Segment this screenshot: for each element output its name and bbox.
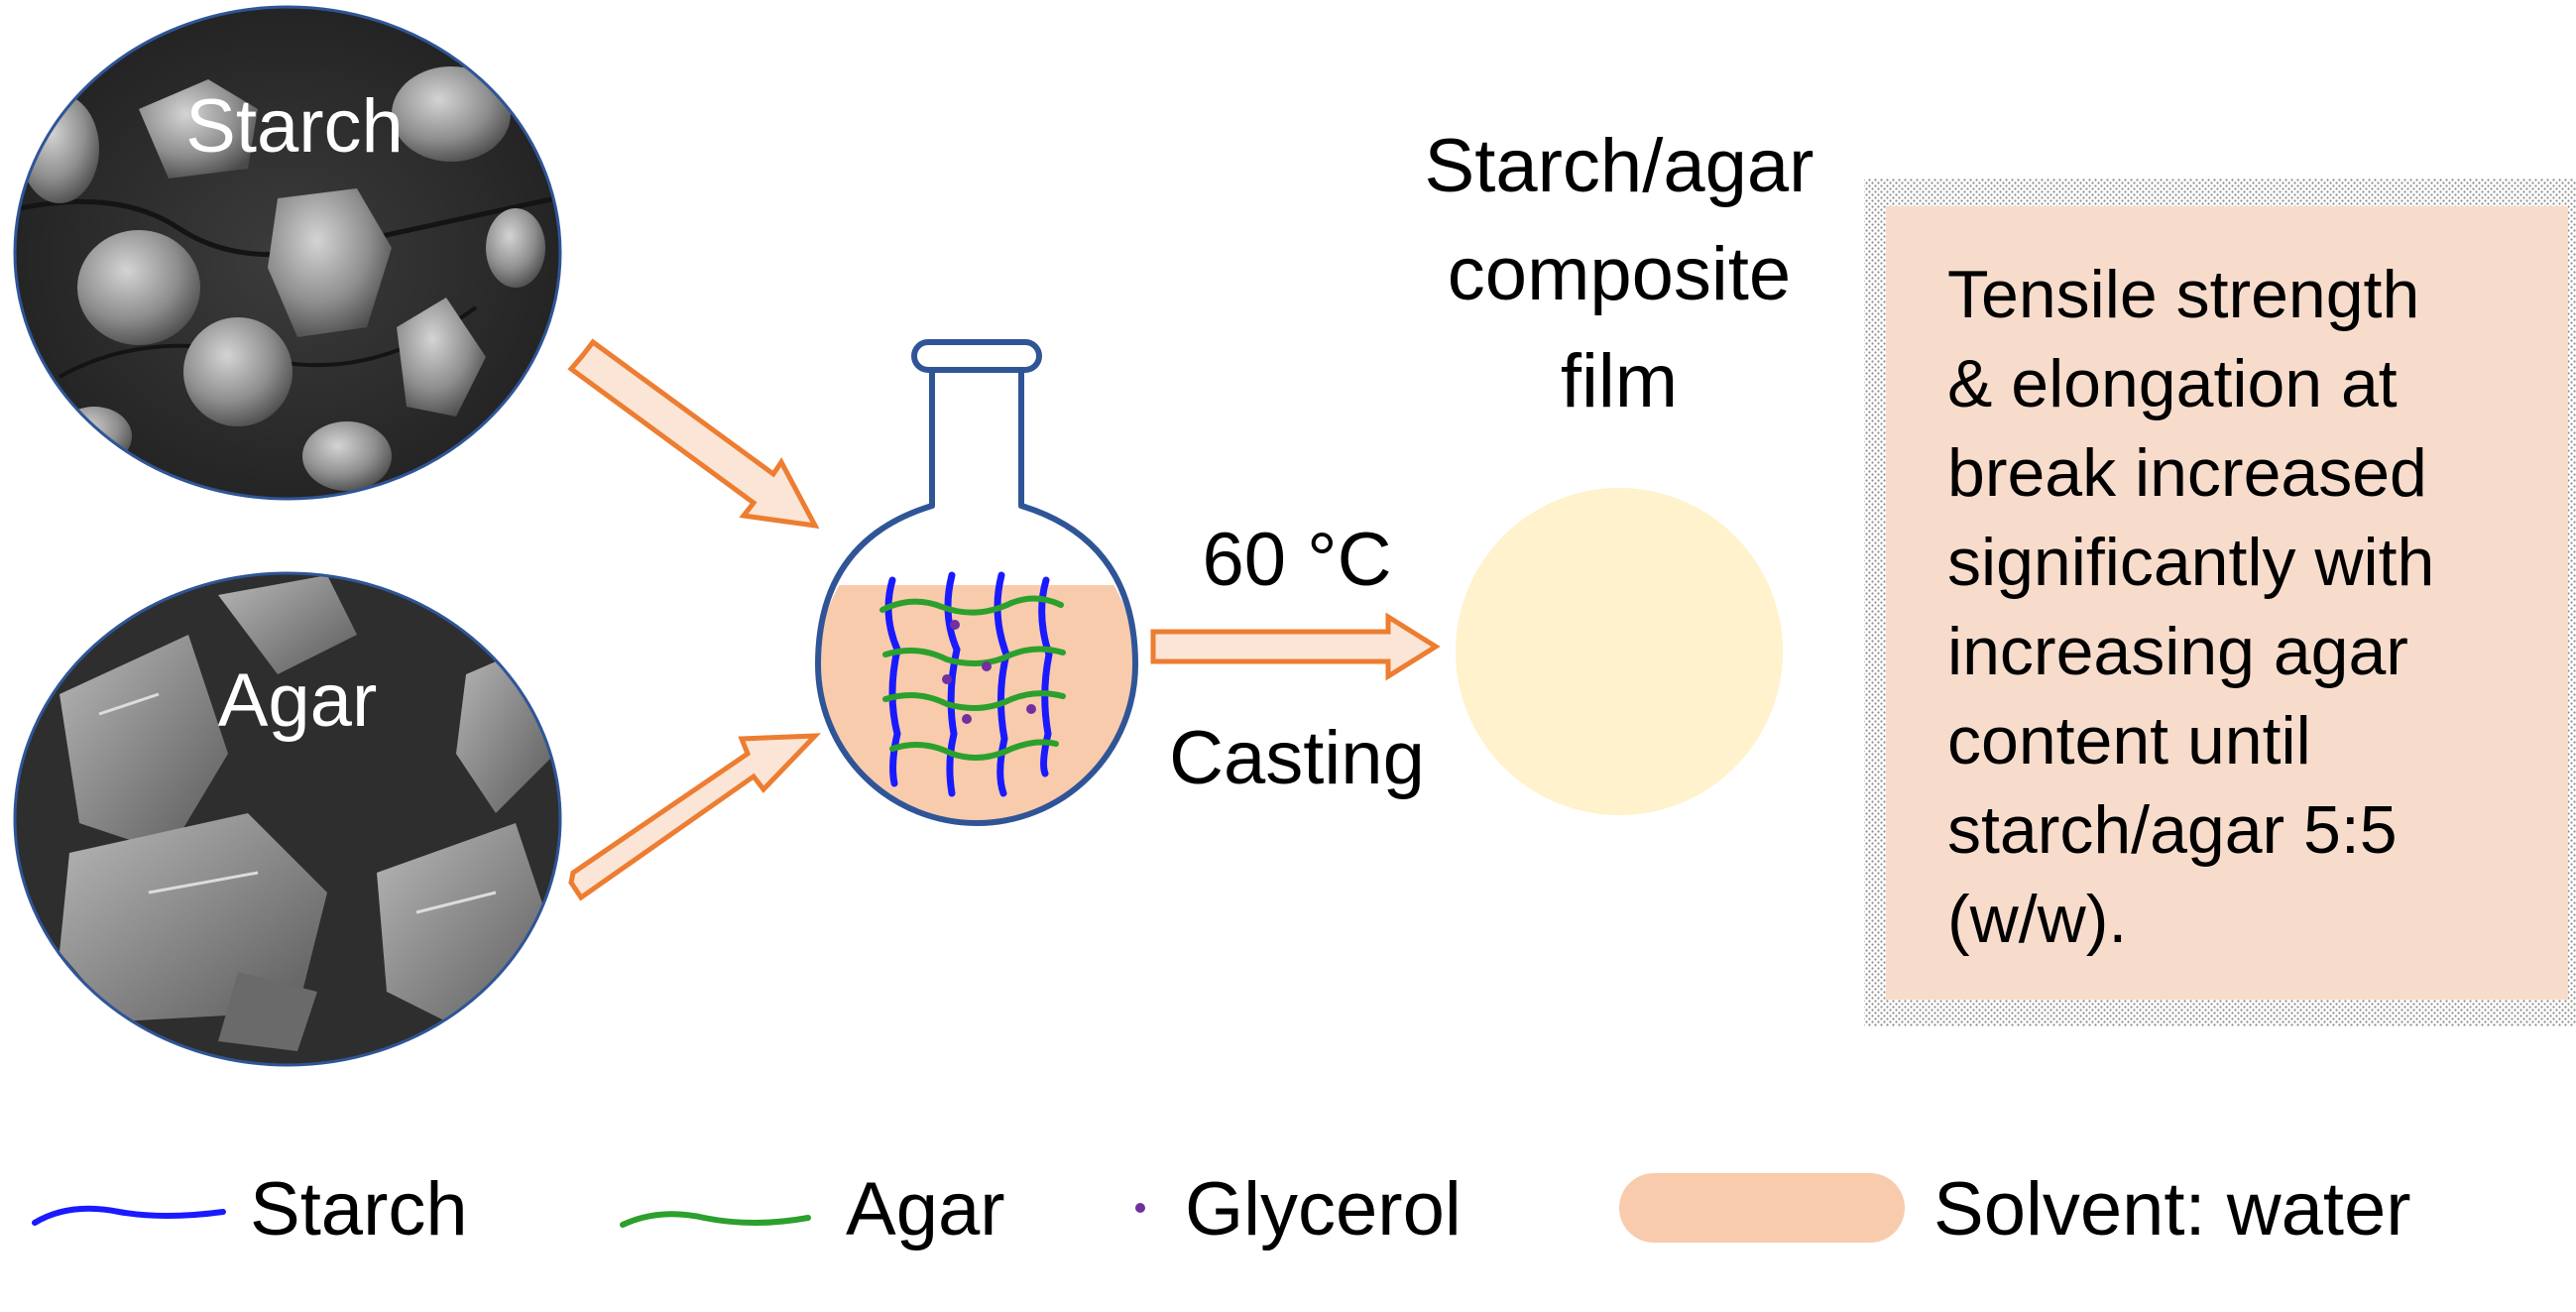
result-line-6: content until [1947, 703, 2311, 778]
result-line-3: break increased [1947, 435, 2427, 511]
starch-sem-image [13, 5, 562, 501]
legend-agar-swatch [620, 1211, 811, 1228]
product-title-line-2: composite [1448, 232, 1791, 316]
result-line-7: starch/agar 5:5 [1947, 792, 2398, 868]
legend-glycerol-swatch [1135, 1203, 1145, 1213]
temperature-label: 60 °C [1203, 518, 1392, 602]
casting-label: Casting [1169, 716, 1425, 800]
solvent-water [818, 585, 1135, 823]
legend-starch-swatch [32, 1205, 226, 1226]
result-text: Tensile strength & elongation at break i… [1947, 257, 2434, 957]
flask [815, 339, 1138, 826]
product-title-line-1: Starch/agar [1425, 124, 1815, 208]
legend-starch-label: Starch [250, 1167, 468, 1252]
legend-glycerol-label: Glycerol [1185, 1167, 1462, 1252]
arrow-starch-to-flask [567, 338, 820, 530]
arrow-agar-to-flask [568, 733, 822, 901]
glycerol-dots [942, 620, 1036, 724]
starch-chains [884, 571, 1053, 797]
result-line-4: significantly with [1947, 525, 2434, 600]
result-line-1: Tensile strength [1947, 257, 2419, 332]
product-title-line-3: film [1561, 339, 1678, 423]
result-line-8: (w/w). [1947, 882, 2127, 957]
composite-film [1456, 488, 1783, 815]
legend-solvent-label: Solvent: water [1933, 1167, 2411, 1252]
legend-solvent-swatch [1619, 1173, 1905, 1243]
starch-label: Starch [185, 84, 404, 169]
agar-label: Agar [218, 658, 378, 743]
legend: Starch Agar Glycerol Solvent: water [32, 1167, 2411, 1252]
arrow-flask-to-film [1150, 612, 1441, 681]
agar-sem-image [13, 571, 562, 1067]
result-box [1864, 179, 2576, 1026]
agar-chains [879, 595, 1066, 761]
result-line-5: increasing agar [1947, 614, 2408, 689]
result-line-2: & elongation at [1947, 346, 2398, 421]
legend-agar-label: Agar [846, 1167, 1005, 1252]
